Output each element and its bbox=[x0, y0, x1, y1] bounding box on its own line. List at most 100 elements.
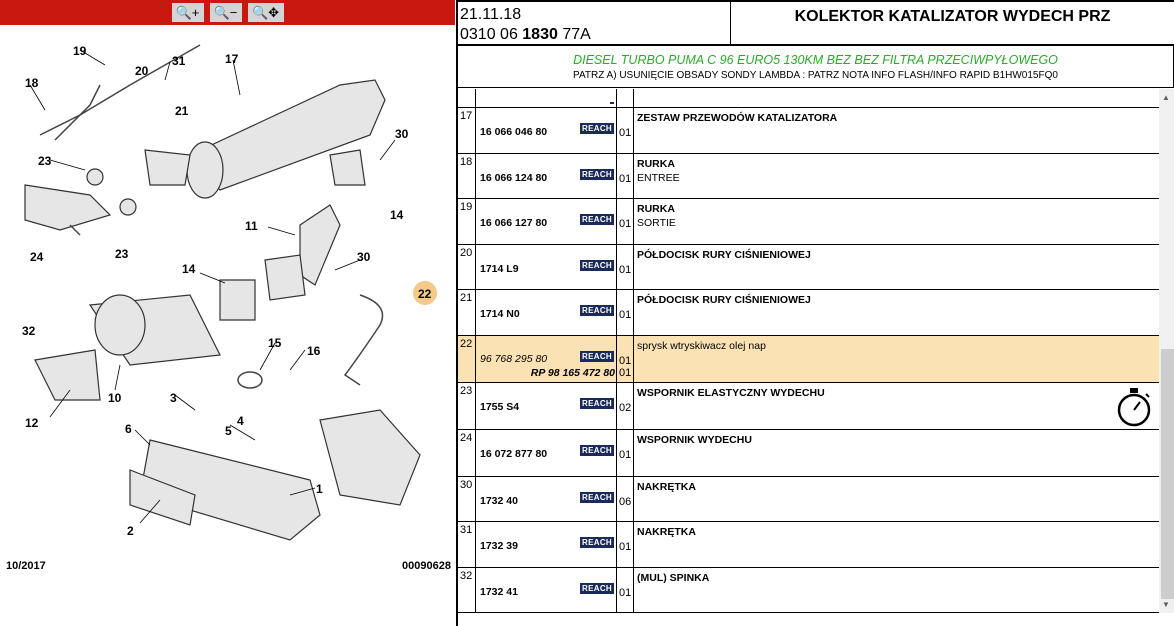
zoom-pan-button[interactable]: 🔍✥ bbox=[247, 3, 284, 22]
svg-text:4: 4 bbox=[237, 414, 244, 428]
table-row[interactable]: 23 1755 S4 REACH 02 WSPORNIK ELASTYCZNY W… bbox=[458, 383, 1159, 430]
quantity: 01 bbox=[619, 587, 632, 599]
parts-panel: 21.11.18 0310 06 1830 77A KOLEKTOR KATAL… bbox=[456, 0, 1174, 626]
quantity: 01 bbox=[619, 264, 632, 276]
part-reference[interactable]: 16 066 046 80 bbox=[480, 126, 548, 138]
zoom-in-button[interactable]: 🔍+ bbox=[171, 3, 204, 22]
svg-text:21: 21 bbox=[175, 104, 189, 118]
reach-badge[interactable]: REACH bbox=[580, 583, 614, 594]
zoom-in-icon: 🔍+ bbox=[175, 4, 200, 20]
reach-badge[interactable]: REACH bbox=[580, 169, 614, 180]
scroll-up-icon[interactable]: ▲ bbox=[1162, 93, 1170, 102]
part-reference[interactable]: 96 768 295 80 bbox=[480, 353, 548, 365]
header-date: 21.11.18 bbox=[460, 6, 522, 23]
row-number: 32 bbox=[458, 568, 476, 612]
svg-text:12: 12 bbox=[25, 416, 39, 430]
scrollbar[interactable]: ▲ ▼ bbox=[1159, 89, 1174, 613]
diagram-date: 10/2017 bbox=[6, 560, 46, 572]
part-reference[interactable]: 16 066 127 80 bbox=[480, 217, 548, 229]
svg-text:32: 32 bbox=[22, 324, 36, 338]
reach-badge[interactable]: REACH bbox=[580, 260, 614, 271]
row-number: 19 bbox=[458, 199, 476, 244]
row-number: 18 bbox=[458, 154, 476, 198]
row-number: 23 bbox=[458, 383, 476, 429]
svg-text:17: 17 bbox=[225, 52, 239, 66]
reach-badge[interactable]: REACH bbox=[580, 492, 614, 503]
svg-text:1: 1 bbox=[316, 482, 323, 496]
quantity: 01 bbox=[619, 541, 632, 553]
part-description-2: ENTREE bbox=[637, 172, 680, 184]
part-description-2: SORTIE bbox=[637, 217, 676, 229]
part-reference[interactable]: 1714 L9 bbox=[480, 263, 519, 275]
row-number: 24 bbox=[458, 430, 476, 476]
table-row[interactable]: 21 1714 N0 REACH 01 PÓŁDOCISK RURY CIŚNIE… bbox=[458, 290, 1159, 336]
quantity: 01 bbox=[619, 309, 632, 321]
part-reference[interactable]: 1714 N0 bbox=[480, 308, 520, 320]
quantity-2: 01 bbox=[619, 367, 632, 379]
svg-text:5: 5 bbox=[225, 424, 232, 438]
svg-text:14: 14 bbox=[390, 208, 404, 222]
svg-text:23: 23 bbox=[38, 154, 52, 168]
replacement-reference[interactable]: RP 98 165 472 80 bbox=[530, 367, 615, 379]
svg-text:30: 30 bbox=[357, 250, 371, 264]
info-box: DIESEL TURBO PUMA C 96 EURO5 130KM BEZ B… bbox=[458, 46, 1174, 88]
svg-text:6: 6 bbox=[125, 422, 132, 436]
row-number: 30 bbox=[458, 477, 476, 521]
quantity: 06 bbox=[619, 496, 632, 508]
scrollbar-thumb[interactable] bbox=[1161, 349, 1174, 599]
zoom-out-icon: 🔍− bbox=[213, 4, 238, 20]
svg-text:18: 18 bbox=[25, 76, 39, 90]
part-reference[interactable]: 1732 39 bbox=[480, 540, 518, 552]
part-description: WSPORNIK WYDECHU bbox=[637, 434, 752, 446]
stopwatch-icon[interactable] bbox=[1116, 384, 1152, 430]
part-reference[interactable]: 1732 41 bbox=[480, 586, 518, 598]
svg-text:20: 20 bbox=[135, 64, 149, 78]
reach-badge[interactable]: REACH bbox=[580, 537, 614, 548]
part-description: WSPORNIK ELASTYCZNY WYDECHU bbox=[637, 387, 825, 399]
row-number: 17 bbox=[458, 108, 476, 153]
row-number: 21 bbox=[458, 290, 476, 335]
svg-text:19: 19 bbox=[73, 44, 87, 58]
part-description: RURKA bbox=[637, 203, 675, 215]
reach-badge[interactable]: REACH bbox=[580, 214, 614, 225]
header-code: 0310 06 1830 77A bbox=[460, 26, 591, 43]
page-title: KOLEKTOR KATALIZATOR WYDECH PRZ bbox=[794, 8, 1111, 25]
part-reference[interactable]: 16 072 877 80 bbox=[480, 448, 548, 460]
quantity: 02 bbox=[619, 402, 632, 414]
svg-text:15: 15 bbox=[268, 336, 282, 350]
svg-text:16: 16 bbox=[307, 344, 321, 358]
part-description: ZESTAW PRZEWODÓW KATALIZATORA bbox=[637, 112, 838, 124]
scroll-down-icon[interactable]: ▼ bbox=[1162, 600, 1170, 609]
part-reference[interactable]: 16 066 124 80 bbox=[480, 172, 548, 184]
part-description: sprysk wtryskiwacz olej nap bbox=[637, 340, 766, 352]
svg-text:24: 24 bbox=[30, 250, 44, 264]
row-number: 31 bbox=[458, 522, 476, 567]
table-row[interactable]: 31 1732 39 REACH 01 NAKRĘTKA bbox=[458, 522, 1159, 568]
svg-text:2: 2 bbox=[127, 524, 134, 538]
engine-info: DIESEL TURBO PUMA C 96 EURO5 130KM BEZ B… bbox=[573, 53, 1058, 67]
part-description: PÓŁDOCISK RURY CIŚNIENIOWEJ bbox=[637, 294, 811, 306]
part-reference[interactable]: 1732 40 bbox=[480, 495, 518, 507]
svg-text:31: 31 bbox=[172, 54, 186, 68]
note-info: PATRZ A) USUNIĘCIE OBSADY SONDY LAMBDA :… bbox=[573, 70, 1058, 81]
part-reference[interactable]: 1755 S4 bbox=[480, 401, 520, 413]
reach-badge[interactable]: REACH bbox=[580, 398, 614, 409]
reach-badge[interactable]: REACH bbox=[580, 305, 614, 316]
reach-badge[interactable]: REACH bbox=[580, 351, 614, 362]
reach-badge[interactable]: REACH bbox=[580, 123, 614, 134]
part-description: NAKRĘTKA bbox=[637, 526, 696, 538]
reach-badge[interactable]: REACH bbox=[580, 445, 614, 456]
zoom-out-button[interactable]: 🔍− bbox=[209, 3, 242, 22]
svg-text:10: 10 bbox=[108, 391, 122, 405]
svg-text:23: 23 bbox=[115, 247, 129, 261]
